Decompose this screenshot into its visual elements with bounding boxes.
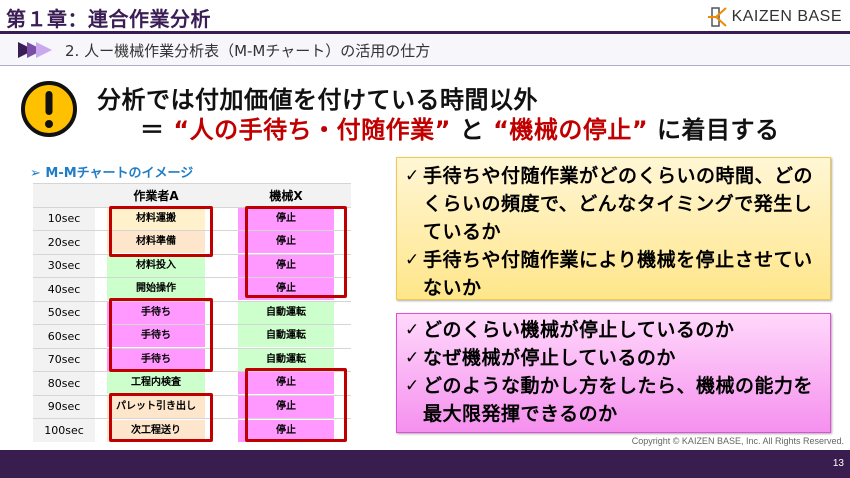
gap: [217, 230, 221, 254]
worker-cell: 材料準備: [107, 231, 205, 254]
list-item: ✓手待ちや付随作業により機械を停止させていないか: [405, 246, 822, 302]
page-number: 13: [832, 458, 844, 469]
time-cell: 80sec: [33, 371, 95, 395]
check-icon: ✓: [405, 320, 420, 340]
gap: [217, 394, 221, 419]
table-row: 10sec 材料運搬 停止: [33, 206, 351, 231]
list-item: ✓どのような動かし方をしたら、機械の能力を最大限発揮できるのか: [405, 372, 822, 428]
worker-cell: 手待ち: [107, 325, 205, 348]
bullet-text: 手待ちや付随作業がどのくらいの時間、どのくらいの頻度で、どんなタイミングで発生し…: [423, 165, 814, 243]
machine-cell: 停止: [238, 372, 334, 395]
table-row: 70sec 手待ち 自動運転: [33, 347, 351, 372]
table-row: 30sec 材料投入 停止: [33, 253, 351, 278]
equals-sign: ＝: [140, 116, 174, 144]
worker-questions-box: ✓手待ちや付随作業がどのくらいの時間、どのくらいの頻度で、どんなタイミングで発生…: [396, 157, 831, 300]
logo-text: KAIZEN BASE: [731, 8, 842, 25]
list-item: ✓どのくらい機械が停止しているのか: [405, 316, 822, 344]
time-cell: 100sec: [33, 418, 95, 442]
machine-cell: 停止: [238, 207, 334, 230]
headline-suffix: に着目する: [648, 116, 780, 144]
time-cell: 90sec: [33, 394, 95, 419]
table-row: 40sec 開始操作 停止: [33, 277, 351, 301]
headline-line1: 分析では付加価値を付けている時間以外: [97, 86, 538, 114]
header-worker: 作業者A: [95, 183, 217, 207]
worker-cell: 次工程送り: [107, 419, 205, 442]
gap: [217, 347, 221, 372]
machine-questions-box: ✓どのくらい機械が停止しているのか ✓なぜ機械が停止しているのか ✓どのような動…: [396, 313, 831, 433]
worker-cell: 手待ち: [107, 348, 205, 371]
worker-cell: 開始操作: [107, 278, 205, 301]
time-cell: 10sec: [33, 206, 95, 231]
machine-cell: 自動運転: [238, 325, 334, 348]
gap: [217, 206, 221, 231]
header-time: [33, 183, 95, 207]
time-cell: 20sec: [33, 230, 95, 254]
table-row: 80sec 工程内検査 停止: [33, 371, 351, 395]
check-icon: ✓: [405, 250, 420, 270]
triple-arrow-icon: [18, 42, 52, 58]
machine-cell: 停止: [238, 254, 334, 277]
conjunction: と: [450, 116, 494, 144]
gap: [217, 277, 221, 301]
time-cell: 40sec: [33, 277, 95, 301]
bullet-text: なぜ機械が停止しているのか: [423, 347, 676, 369]
table-row: 100sec 次工程送り 停止: [33, 418, 351, 442]
check-icon: ✓: [405, 376, 420, 396]
table-row: 90sec パレット引き出し 停止: [33, 394, 351, 419]
footer-bar: 13: [0, 450, 850, 478]
list-item: ✓手待ちや付随作業がどのくらいの時間、どのくらいの頻度で、どんなタイミングで発生…: [405, 162, 822, 246]
time-cell: 70sec: [33, 347, 95, 372]
gap: [217, 324, 221, 348]
chart-caption: ➢ M-Mチャートのイメージ: [30, 166, 194, 181]
machine-cell: 停止: [238, 395, 334, 418]
chapter-title: 第１章：連合作業分析: [6, 7, 211, 31]
copyright: Copyright © KAIZEN BASE, Inc. All Rights…: [631, 436, 844, 446]
gap: [217, 253, 221, 278]
header-machine: 機械X: [221, 183, 351, 207]
worker-cell: 材料運搬: [107, 207, 205, 230]
kaizen-logo-icon: [707, 7, 727, 27]
check-icon: ✓: [405, 166, 420, 186]
warning-icon: [21, 81, 77, 137]
top-rule: [0, 31, 850, 34]
subheader: 2. 人ー機械作業分析表（M-Mチャート）の活用の仕方: [0, 34, 850, 66]
gap: [217, 371, 221, 395]
machine-cell: 停止: [238, 231, 334, 254]
time-cell: 50sec: [33, 300, 95, 325]
worker-cell: 手待ち: [107, 301, 205, 324]
focus-human-wait: “人の手待ち・付随作業”: [173, 116, 451, 144]
worker-cell: パレット引き出し: [107, 395, 205, 418]
headline-line2: ＝ “人の手待ち・付随作業” と “機械の停止” に着目する: [140, 110, 780, 145]
focus-machine-stop: “機械の停止”: [493, 116, 649, 144]
time-cell: 30sec: [33, 253, 95, 278]
check-icon: ✓: [405, 348, 420, 368]
logo: KAIZEN BASE: [706, 6, 842, 28]
section-subtitle: 2. 人ー機械作業分析表（M-Mチャート）の活用の仕方: [65, 42, 431, 60]
machine-cell: 自動運転: [238, 301, 334, 324]
gap: [217, 418, 221, 442]
worker-cell: 材料投入: [107, 254, 205, 277]
machine-cell: 自動運転: [238, 348, 334, 371]
table-header-row: 作業者A 機械X: [33, 183, 351, 207]
list-item: ✓なぜ機械が停止しているのか: [405, 344, 822, 372]
bullet-text: どのくらい機械が停止しているのか: [423, 319, 735, 341]
bullet-text: どのような動かし方をしたら、機械の能力を最大限発揮できるのか: [423, 375, 814, 425]
table-row: 20sec 材料準備 停止: [33, 230, 351, 254]
machine-cell: 停止: [238, 419, 334, 442]
machine-cell: 停止: [238, 278, 334, 301]
time-cell: 60sec: [33, 324, 95, 348]
table-row: 60sec 手待ち 自動運転: [33, 324, 351, 348]
table-row: 50sec 手待ち 自動運転: [33, 300, 351, 325]
header-gap: [217, 183, 221, 207]
worker-cell: 工程内検査: [107, 372, 205, 395]
bullet-text: 手待ちや付随作業により機械を停止させていないか: [423, 249, 813, 299]
gap: [217, 300, 221, 325]
